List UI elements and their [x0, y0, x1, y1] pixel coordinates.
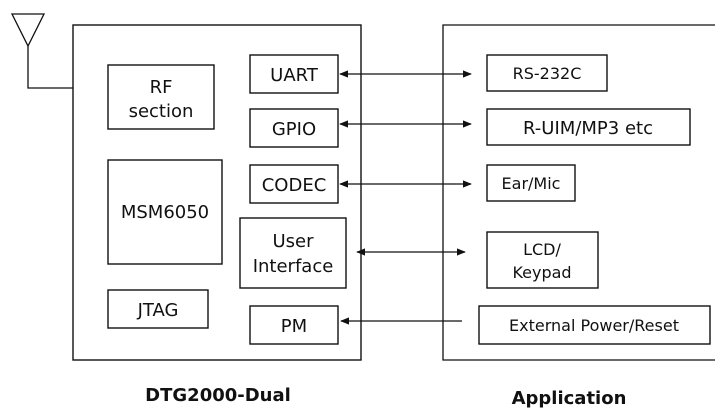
rs232-label: RS-232C [513, 64, 582, 83]
msm-label: MSM6050 [121, 202, 209, 223]
ear-mic-label: Ear/Mic [502, 174, 561, 193]
gpio-label: GPIO [272, 119, 316, 140]
ruim-label: R-UIM/MP3 etc [523, 118, 653, 139]
pm-block: PM [249, 305, 339, 345]
ui-label-line2: Interface [253, 256, 334, 277]
lcd-label-line1: LCD/ [523, 240, 561, 259]
pm-label: PM [281, 316, 307, 337]
lcd-label-line2: Keypad [512, 263, 571, 282]
codec-block: CODEC [249, 164, 339, 204]
rf-section-block: RF section [107, 64, 215, 130]
ear-mic-block: Ear/Mic [486, 164, 576, 202]
gpio-block: GPIO [249, 108, 339, 148]
jtag-label: JTAG [137, 300, 179, 321]
ruim-mp3-block: R-UIM/MP3 etc [486, 108, 691, 146]
ui-label-line1: User [272, 231, 314, 252]
lcd-keypad-block: LCD/ Keypad [486, 231, 599, 289]
device-caption: DTG2000-Dual [145, 385, 291, 406]
uart-label: UART [270, 65, 319, 86]
rf-label-line2: section [129, 101, 194, 122]
application-container [442, 24, 715, 361]
external-power-block: External Power/Reset [478, 305, 711, 345]
codec-label: CODEC [262, 175, 327, 196]
jtag-block: JTAG [107, 289, 209, 329]
application-caption: Application [512, 388, 627, 409]
rs232-block: RS-232C [486, 54, 608, 92]
msm-block: MSM6050 [107, 159, 223, 265]
external-power-label: External Power/Reset [509, 316, 679, 335]
uart-block: UART [249, 54, 339, 94]
rf-label-line1: RF [150, 77, 173, 98]
user-interface-block: User Interface [239, 217, 347, 289]
